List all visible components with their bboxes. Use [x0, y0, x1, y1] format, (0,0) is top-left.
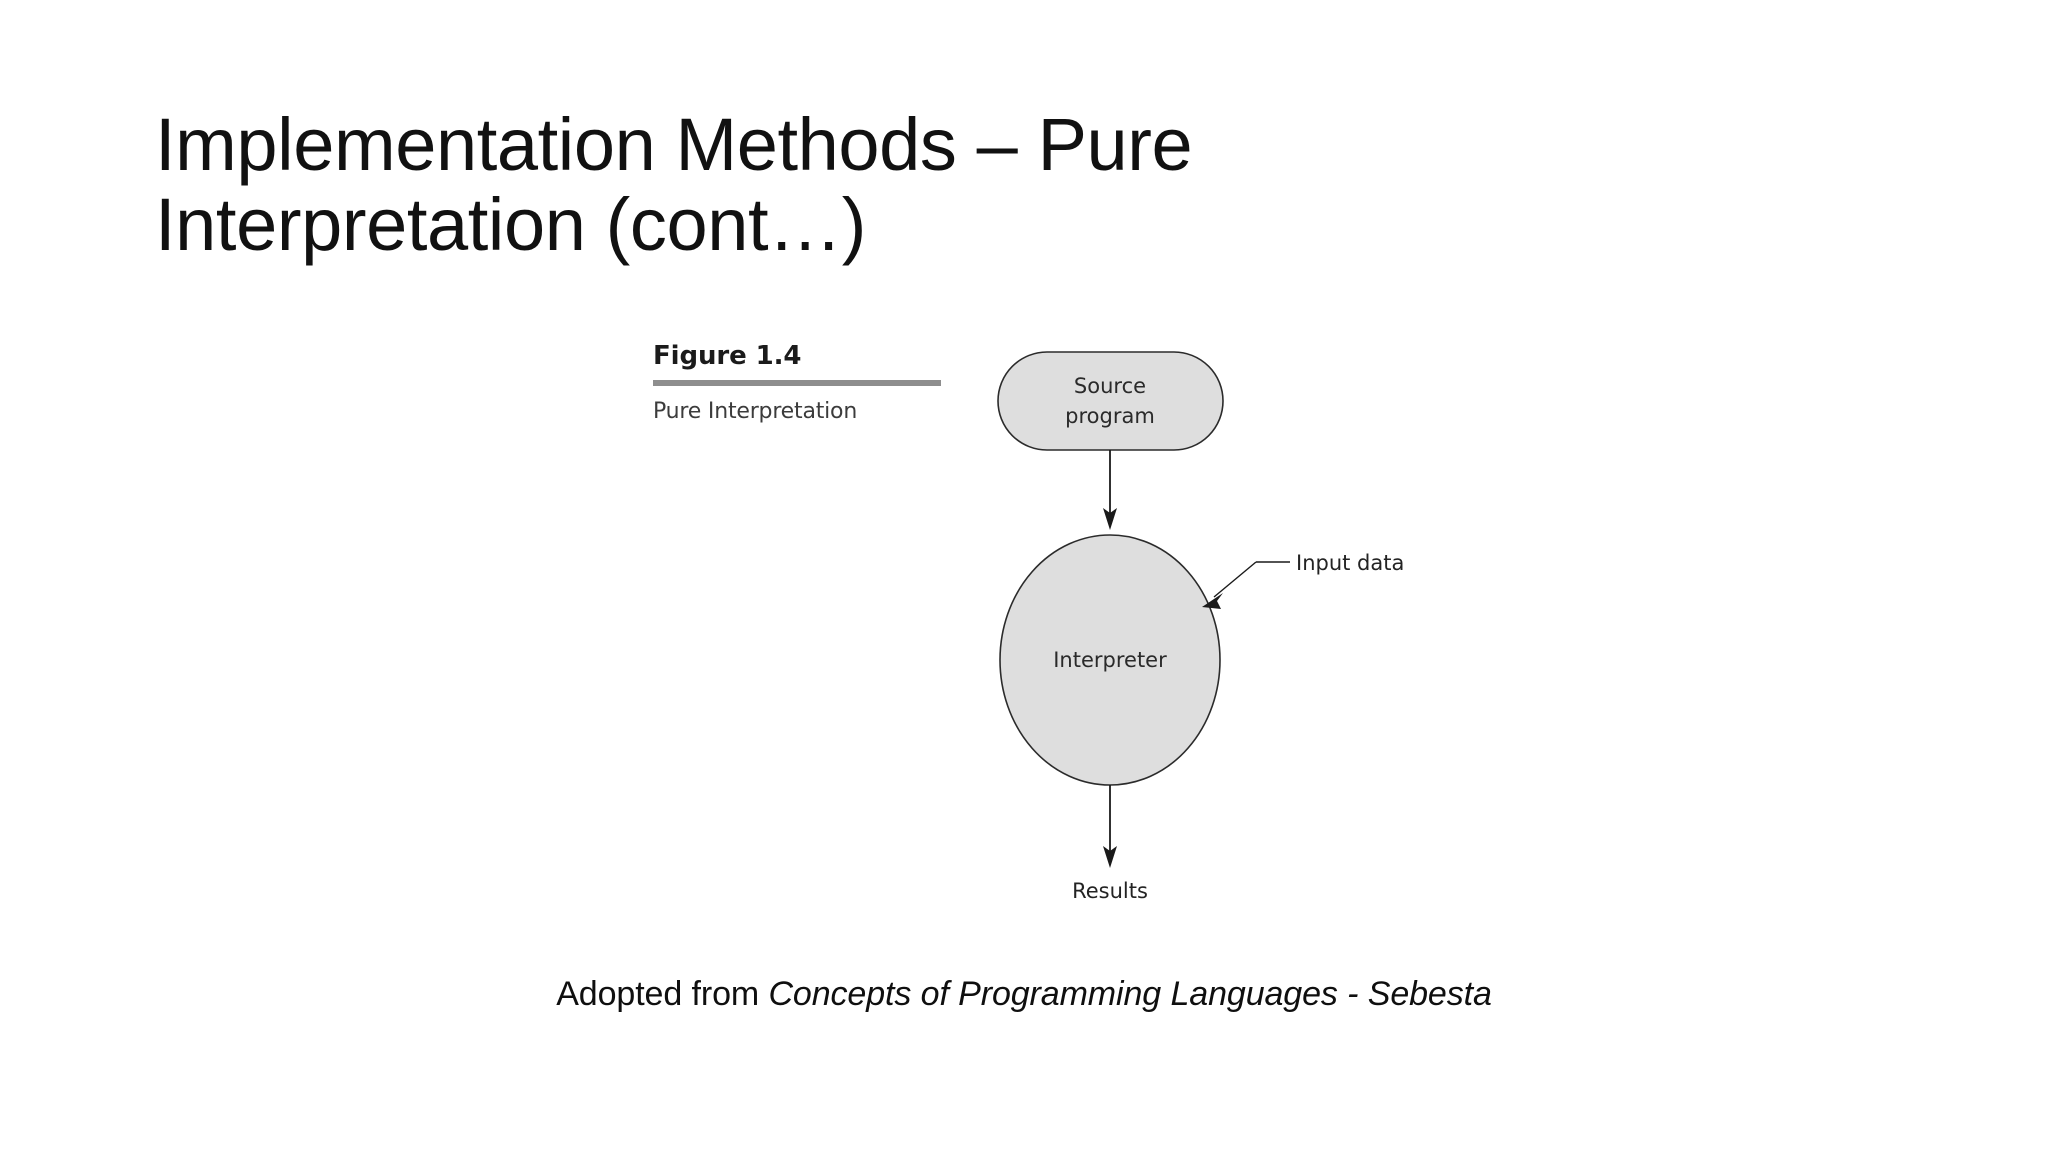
source-credit: Adopted from Concepts of Programming Lan…	[0, 975, 2048, 1014]
interpreter-label: Interpreter	[1053, 648, 1167, 672]
edge-interpreter-to-results	[1103, 785, 1117, 868]
figure-container: Figure 1.4 Pure Interpretation Source pr…	[620, 330, 1480, 920]
edge-input-data-to-interpreter	[1202, 561, 1290, 609]
page-title: Implementation Methods – Pure Interpreta…	[155, 102, 1213, 267]
node-interpreter: Interpreter	[999, 534, 1221, 786]
pure-interpretation-diagram: Source program Interpreter Input data	[997, 351, 1404, 903]
credit-prefix-text: Adopted from	[556, 975, 769, 1013]
figure-caption: Figure 1.4 Pure Interpretation	[653, 342, 953, 424]
arrowhead-diagonal-icon	[1202, 593, 1223, 609]
source-program-label-line1: Source	[1074, 374, 1146, 398]
source-program-shape	[997, 351, 1224, 451]
results-label: Results	[1072, 879, 1148, 903]
credit-book-title: Concepts of Programming Languages - Sebe…	[768, 975, 1492, 1013]
arrowhead-down-icon	[1103, 508, 1117, 530]
node-source-program: Source program	[997, 351, 1224, 451]
figure-rule-divider	[653, 379, 941, 386]
input-data-leader-diagonal	[1213, 561, 1257, 598]
input-data-label: Input data	[1296, 551, 1404, 575]
source-program-label-line2: program	[1065, 404, 1155, 428]
figure-subtitle-label: Pure Interpretation	[653, 398, 858, 424]
arrowhead-down-results-icon	[1103, 846, 1117, 868]
figure-number-label: Figure 1.4	[653, 341, 802, 371]
edge-source-to-interpreter	[1103, 450, 1117, 530]
